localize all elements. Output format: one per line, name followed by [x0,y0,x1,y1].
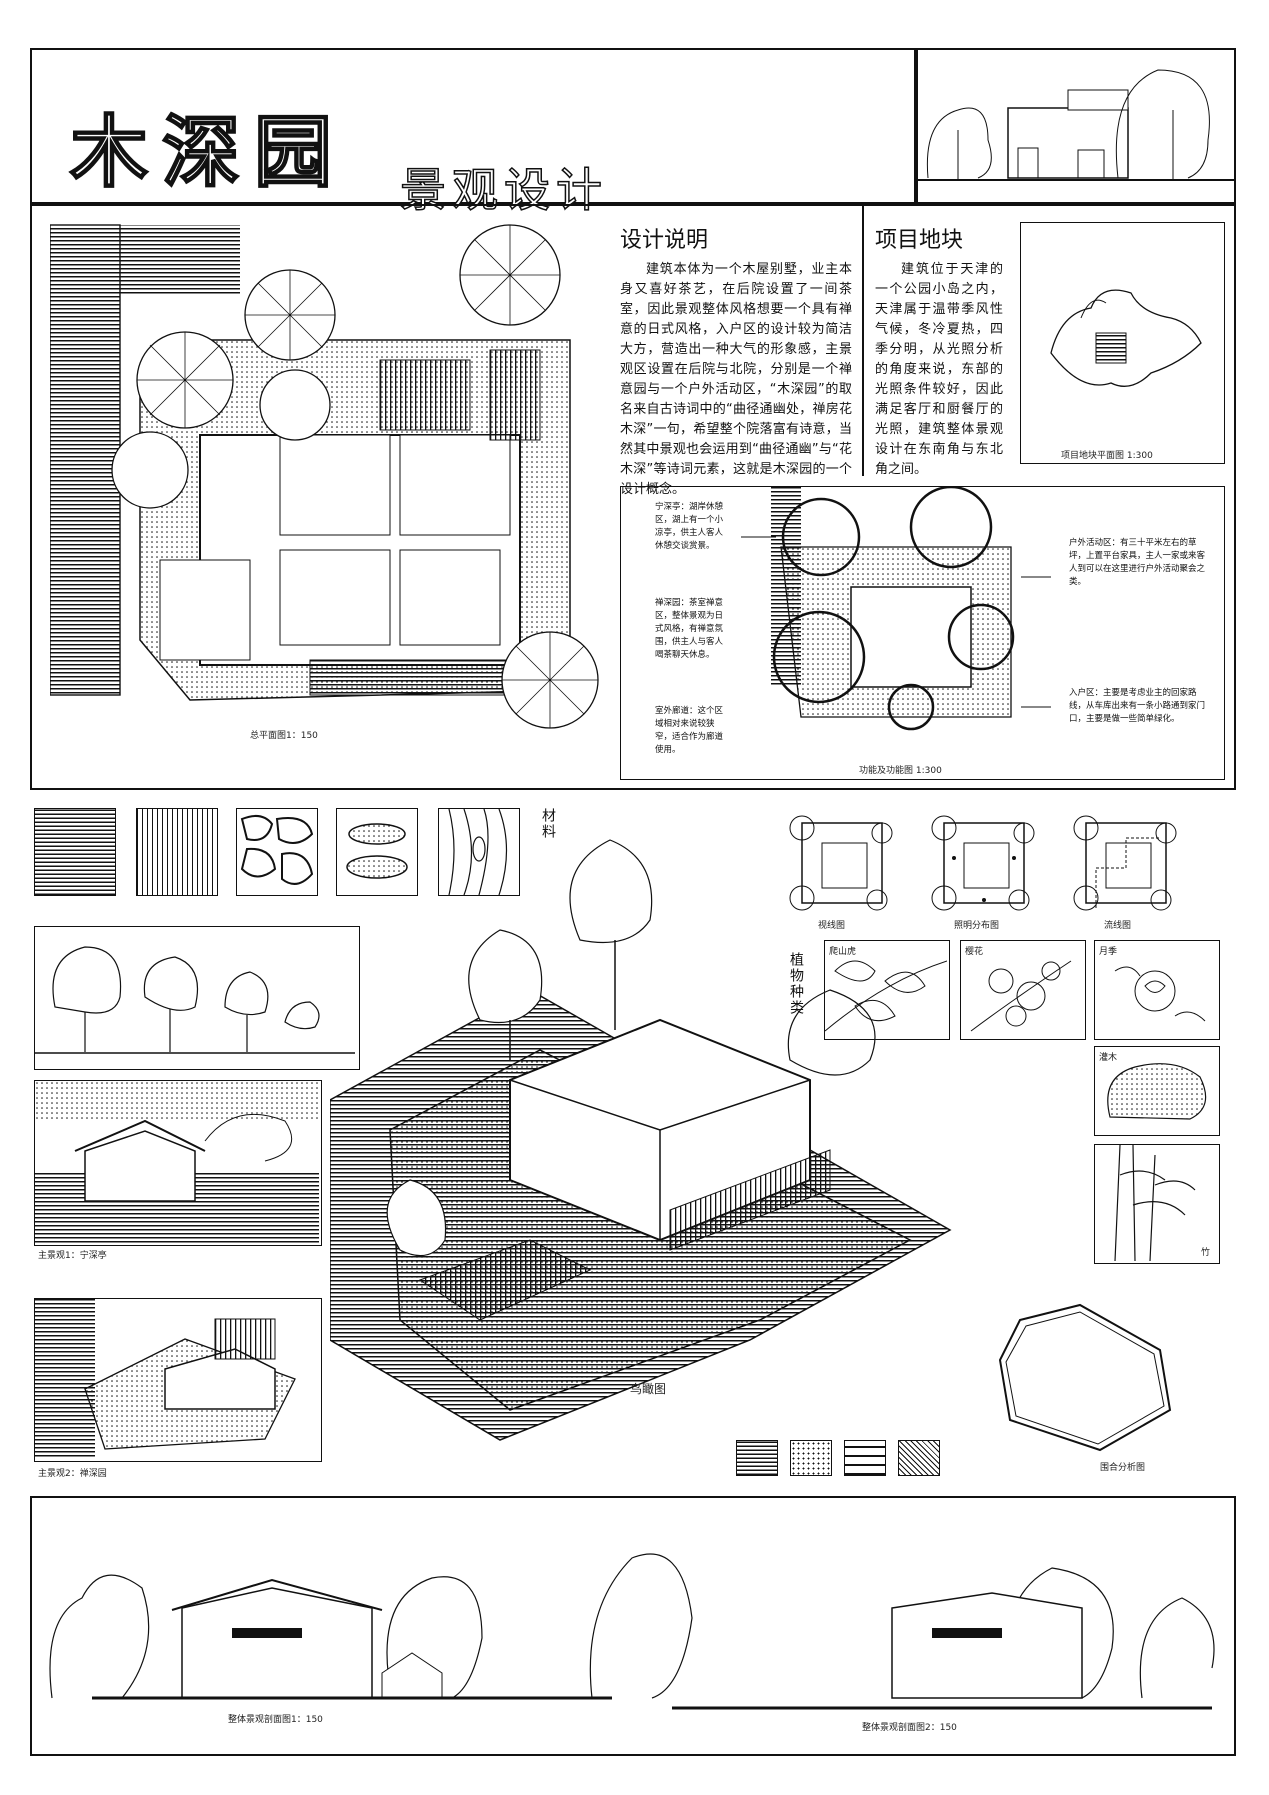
plant-card-1: 爬山虎 [824,940,950,1040]
legend-swatch-gravel [790,1440,832,1476]
material-swatch-steps [336,808,418,896]
design-notes-block: 设计说明 建筑本体为一个木屋别墅，业主本身又喜好茶艺，在后院设置了一间茶室，因此… [620,222,852,500]
material-swatch-brick [34,808,116,896]
plant-name-5: 竹 [1201,1248,1211,1258]
site-map-drawing [1050,289,1202,387]
zoning-note-2: 禅深园：茶室禅意区，整体景观为日式风格，有禅意氛围，供主人与客人喝茶聊天休息。 [655,598,724,660]
project-subtitle: 景观设计 [399,162,608,218]
site-heading: 项目地块 [875,228,964,253]
zoning-note-4: 户外活动区：有三十平米左右的草坪，上置平台家具，主人一家或来客人到可以在这里进行… [1069,538,1206,587]
zoning-note-5: 入户区：主要是考虑业主的回家路线，从车库出来有一条小路通到家门口，主要是做一些简… [1069,688,1206,724]
aerial-view-drawing: 鸟瞰图 [330,800,970,1490]
plan-section-frame [30,204,1236,790]
aerial-caption: 鸟瞰图 [630,1382,667,1396]
view1-caption: 主景观1：宁深亭 [38,1251,107,1261]
materials-label: 材料 [540,808,556,840]
master-plan-caption: 总平面图1：150 [250,731,318,741]
view1-frame [34,1080,322,1246]
material-swatch-grain [438,808,520,896]
project-title: 木深园 [69,106,347,199]
plant-card-2: 樱花 [960,940,1086,1040]
plant-name-2: 樱花 [965,947,984,957]
material-swatch-wood [136,808,218,896]
view2-drawing [35,1299,296,1459]
plant-name-1: 爬山虎 [829,947,857,957]
plant-name-4: 灌木 [1099,1053,1118,1063]
tree-elevation-frame [34,926,360,1070]
analysis-caption-3: 流线图 [1104,921,1132,931]
zoning-note-3: 室外廊道：这个区域相对来说较狭窄，适合作为廊道使用。 [655,706,724,755]
plant-name-3: 月季 [1099,947,1118,957]
top-elevation-drawing [918,69,1234,181]
analysis-caption-2: 照明分布图 [954,921,1000,931]
view2-caption: 主景观2：禅深园 [38,1469,107,1479]
section-caption-1: 整体景观剖面图1：150 [228,1715,323,1725]
enclosure-diagram: 围合分析图 [980,1300,1180,1480]
plant-card-5: 竹 [1094,1144,1220,1264]
plant-card-3: 月季 [1094,940,1220,1040]
master-plan-drawing: 总平面图1：150 [50,220,610,760]
site-map-caption: 项目地块平面图 1:300 [1061,451,1153,461]
legend-swatch-deck [844,1440,886,1476]
analysis-diagram-1: 视线图 [782,808,902,931]
design-notes-text: 建筑本体为一个木屋别墅，业主本身又喜好茶艺，在后院设置了一间茶室，因此景观整体风… [620,262,852,497]
section-caption-2: 整体景观剖面图2：150 [862,1723,957,1733]
plants-label: 植物种类 [788,952,804,1016]
zoning-note-1: 宁深亭：湖岸休憩区，湖上有一个小凉亭，供主人客人休憩交谈赏景。 [655,502,724,551]
legend-swatch-water [736,1440,778,1476]
zoning-caption: 功能及功能图 1:300 [859,766,942,776]
site-map-frame: 项目地块平面图 1:300 [1020,222,1225,464]
analysis-diagram-2: 照明分布图 [924,808,1044,931]
view2-frame [34,1298,322,1462]
analysis-diagram-3: 流线图 [1066,808,1186,931]
top-elevation-frame [916,48,1236,204]
analysis-caption-1: 视线图 [818,921,846,931]
site-text: 建筑位于天津的一个公园小岛之内，天津属于温带季风性气候，冬冷夏热，四季分明，从光… [875,262,1003,477]
sections-drawing [49,1553,1215,1710]
site-block: 项目地块 建筑位于天津的一个公园小岛之内，天津属于温带季风性气候，冬冷夏热，四季… [875,222,1003,480]
zoning-frame: 宁深亭：湖岸休憩区，湖上有一个小凉亭，供主人客人休憩交谈赏景。 禅深园：茶室禅意… [620,486,1225,780]
title-frame: 木深园 景观设计 [30,48,916,218]
plant-card-4: 灌木 [1094,1046,1220,1136]
enclosure-caption: 围合分析图 [1100,1463,1146,1473]
design-notes-heading: 设计说明 [620,228,709,253]
legend-swatch-paving [898,1440,940,1476]
zoning-plan-drawing [741,487,1051,731]
view1-drawing [35,1081,319,1243]
sections-frame: 整体景观剖面图1：150 整体景观剖面图2：150 [30,1496,1236,1756]
notes-divider [862,204,864,476]
material-swatch-stone [236,808,318,896]
tree-elevation-drawing [35,946,355,1054]
